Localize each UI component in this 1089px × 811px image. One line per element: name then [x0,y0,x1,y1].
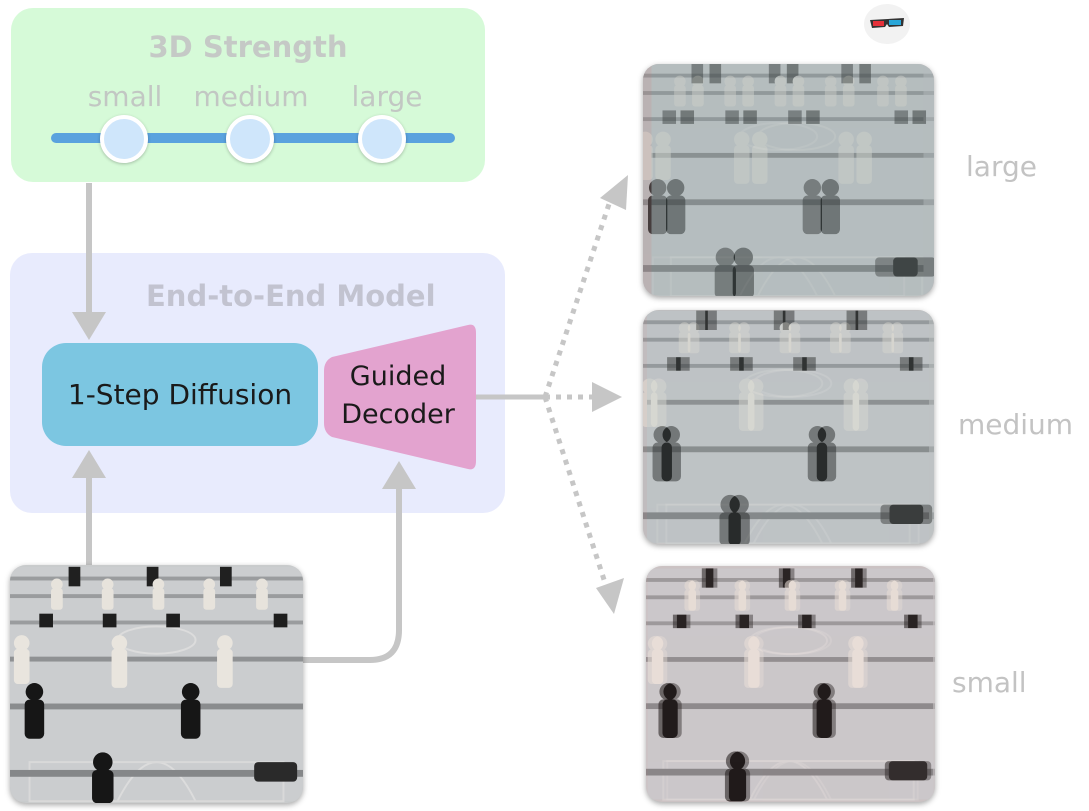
slider-knob-small[interactable] [100,115,148,163]
strength-label-small: small [87,80,163,113]
output-image-medium [643,310,934,544]
anaglyph-3d-glasses-icon [864,4,910,44]
strength-title: 3D Strength [148,30,348,64]
diffusion-box: 1-Step Diffusion [42,343,318,446]
strength-panel: 3D Strength small medium large [11,8,485,182]
decoder-label: Guided Decoder [318,358,478,434]
input-image [10,565,303,803]
output-label-small: small [952,666,1027,699]
strength-label-large: large [351,80,423,113]
output-image-small [646,566,935,802]
output-label-medium: medium [958,408,1074,441]
output-label-large: large [966,150,1037,183]
slider-knob-medium[interactable] [226,115,274,163]
output-image-large [643,64,934,296]
decoder-label-line1: Guided [349,361,447,392]
decoder-label-line2: Decoder [341,399,455,430]
diffusion-label: 1-Step Diffusion [67,378,293,411]
slider-knob-large[interactable] [358,115,406,163]
model-title: End-to-End Model [146,279,436,313]
decoder-shape [324,324,476,470]
strength-label-medium: medium [193,80,309,113]
